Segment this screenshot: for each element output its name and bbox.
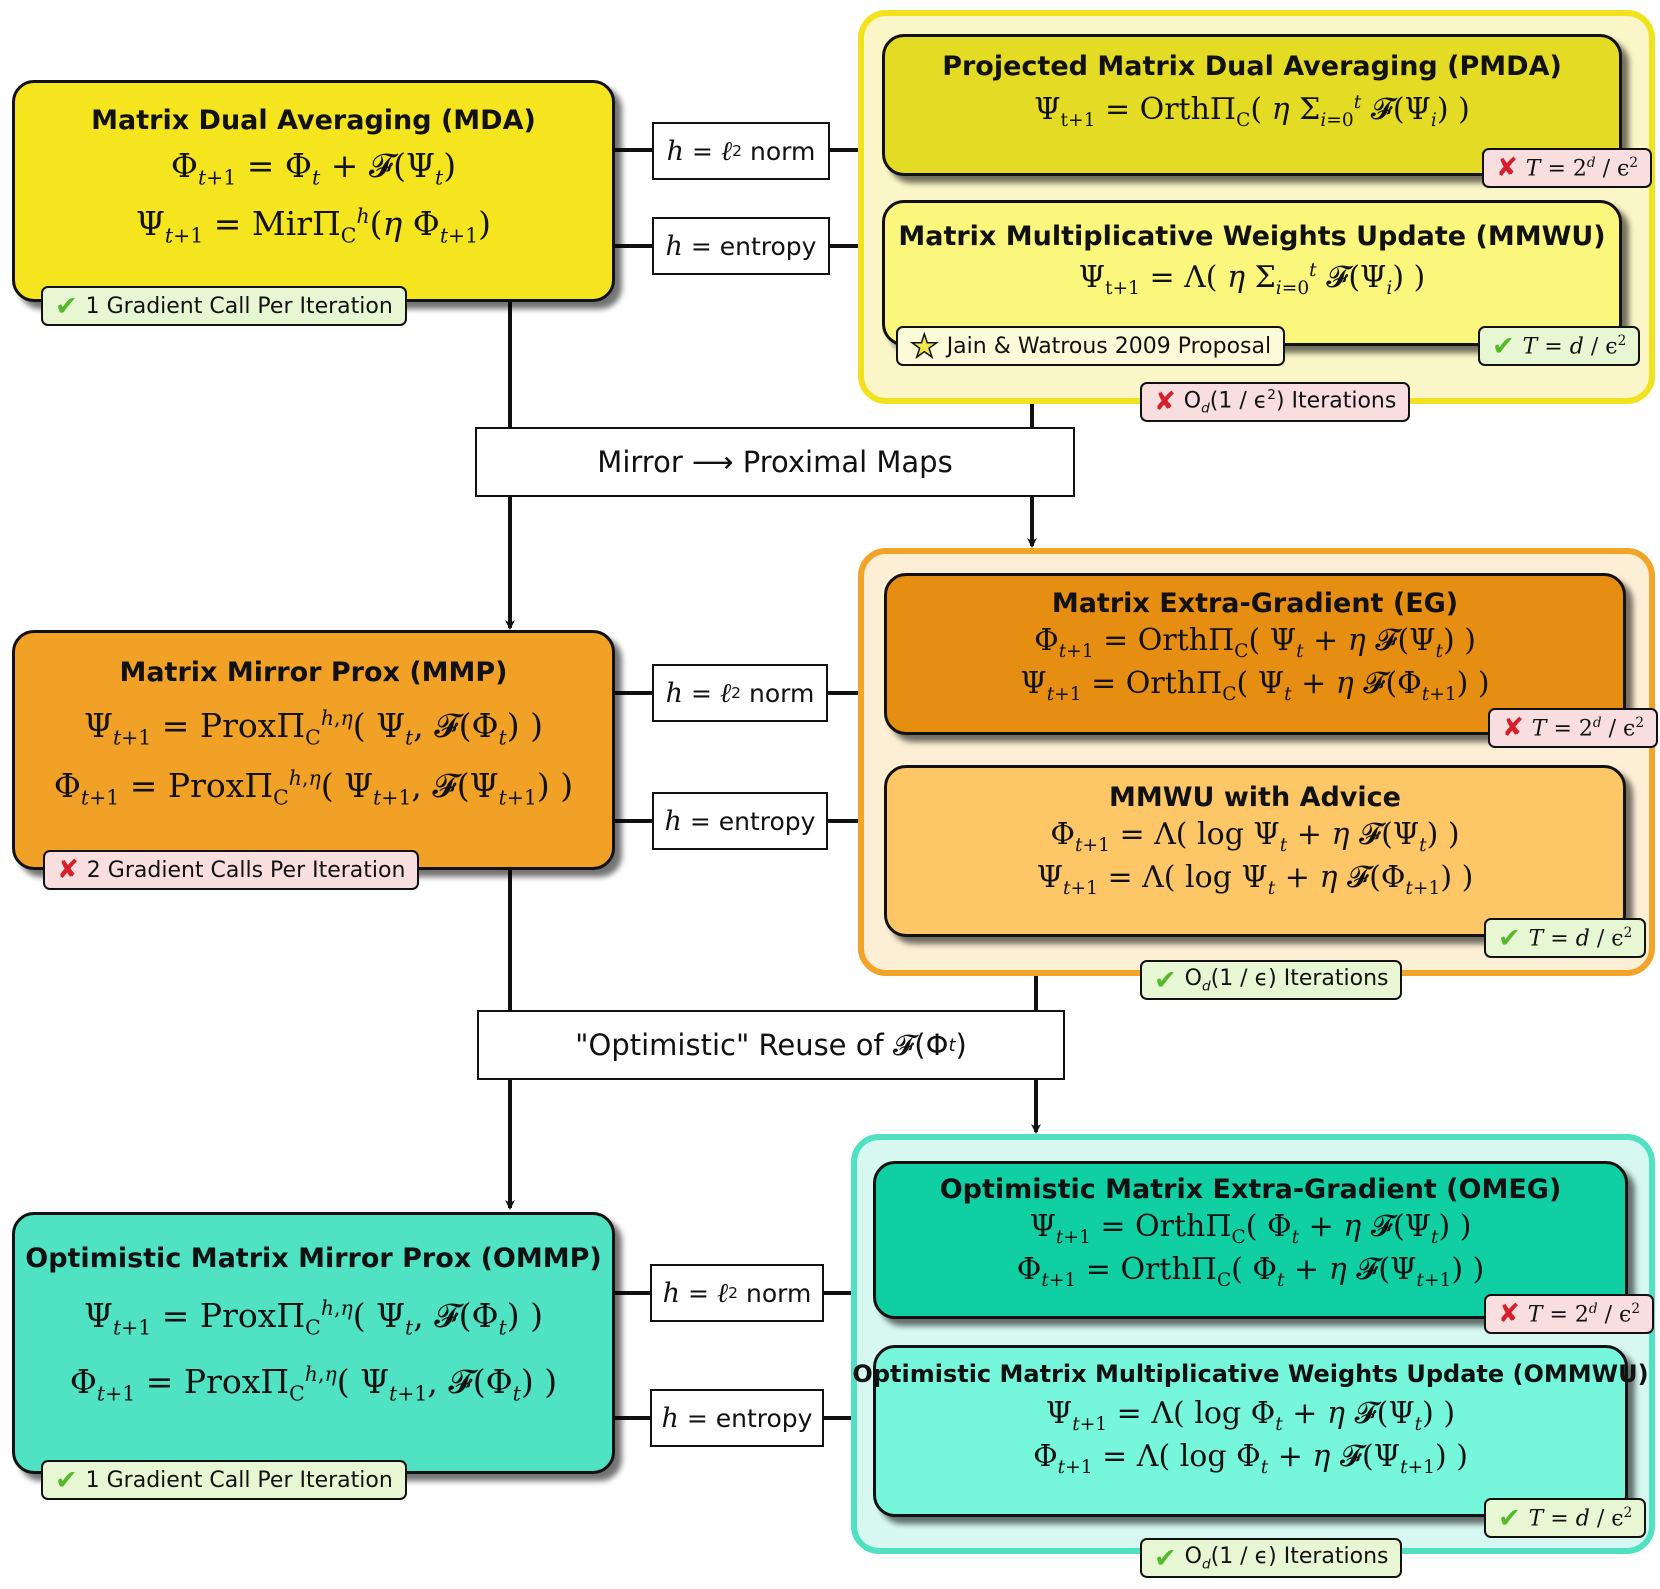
mmp-eq1: Ψt+1 = ProxΠCh,η( Ψt, 𝓕(Φt) ) [83, 706, 543, 750]
pmda-title: Projected Matrix Dual Averaging (PMDA) [942, 51, 1562, 82]
check-icon: ✔ [1492, 330, 1515, 362]
check-icon: ✔ [1498, 922, 1521, 954]
group-top-iterations-badge: ✘ Od(1 / ϵ2) Iterations [1140, 382, 1411, 422]
eg-eq2: Ψt+1 = OrthΠC( Ψt + η 𝓕(Φt+1) ) [1020, 666, 1490, 705]
mmwu-complexity-badge: ✔ T = d / ϵ2 [1478, 326, 1641, 366]
mda-eq1: Φt+1 = Φt + 𝓕(Ψt) [170, 146, 457, 190]
group-mid-badge-text: Od(1 / ϵ) Iterations [1184, 965, 1389, 995]
edge-label-mda-entropy: h = entropy [652, 217, 830, 275]
ommp-eq1: Ψt+1 = ProxΠCh,η( Ψt, 𝓕(Φt) ) [83, 1296, 543, 1340]
edge-label-ommp-entropy: h = entropy [650, 1389, 824, 1447]
mmwu-title: Matrix Multiplicative Weights Update (MM… [898, 221, 1606, 252]
ommp-badge-text: 1 Gradient Call Per Iteration [85, 1467, 393, 1493]
mmp-badge-text: 2 Gradient Calls Per Iteration [86, 857, 406, 883]
pmda-badge-text: T = 2d / ϵ2 [1525, 154, 1639, 182]
omeg-box: Optimistic Matrix Extra-Gradient (OMEG) … [873, 1161, 1628, 1319]
cross-icon: ✘ [57, 855, 79, 885]
eg-eq1: Φt+1 = OrthΠC( Ψt + η 𝓕(Ψt) ) [1034, 623, 1476, 662]
mmwua-eq2: Ψt+1 = Λ( log Ψt + η 𝓕(Φt+1) ) [1036, 860, 1474, 899]
pmda-eq1: Ψt+1 = OrthΠC( η Σi=0t 𝓕(Ψi) ) [1034, 92, 1470, 131]
edge-label-mmp-entropy: h = entropy [652, 792, 828, 850]
mmp-title: Matrix Mirror Prox (MMP) [119, 657, 508, 688]
eg-complexity-badge: ✘ T = 2d / ϵ2 [1488, 708, 1659, 748]
ommp-title: Optimistic Matrix Mirror Prox (OMMP) [25, 1243, 602, 1274]
check-icon: ✔ [55, 1464, 78, 1496]
star-icon: ★ [909, 326, 939, 366]
group-bot-iterations-badge: ✔ Od(1 / ϵ) Iterations [1140, 1538, 1403, 1578]
banner-mirror-proximal: Mirror ⟶ Proximal Maps [475, 427, 1075, 497]
ommp-box: Optimistic Matrix Mirror Prox (OMMP) Ψt+… [12, 1212, 615, 1474]
ommwu-eq1: Ψt+1 = Λ( log Φt + η 𝓕(Ψt) ) [1045, 1396, 1456, 1435]
mmp-box: Matrix Mirror Prox (MMP) Ψt+1 = ProxΠCh,… [12, 630, 615, 870]
cross-icon: ✘ [1154, 387, 1176, 417]
omeg-title: Optimistic Matrix Extra-Gradient (OMEG) [939, 1174, 1562, 1205]
omeg-eq2: Φt+1 = OrthΠC( Φt + η 𝓕(Ψt+1) ) [1016, 1252, 1485, 1291]
check-icon: ✔ [55, 290, 78, 322]
eg-title: Matrix Extra-Gradient (EG) [1051, 588, 1459, 619]
ommwu-complexity-badge: ✔ T = d / ϵ2 [1484, 1498, 1647, 1538]
cross-icon: ✘ [1502, 713, 1524, 743]
group-mid-iterations-badge: ✔ Od(1 / ϵ) Iterations [1140, 960, 1403, 1000]
ommwu-eq2: Φt+1 = Λ( log Φt + η 𝓕(Ψt+1) ) [1033, 1439, 1468, 1478]
check-icon: ✔ [1154, 964, 1177, 996]
ommwu-box: Optimistic Matrix Multiplicative Weights… [852, 1345, 1649, 1517]
mmwu-badge-text: T = d / ϵ2 [1522, 332, 1627, 360]
omeg-badge-text: T = 2d / ϵ2 [1527, 1300, 1641, 1328]
mda-gradient-badge: ✔ 1 Gradient Call Per Iteration [41, 286, 407, 326]
ommwu-badge-text: T = d / ϵ2 [1528, 1504, 1633, 1532]
ommp-eq2: Φt+1 = ProxΠCh,η( Ψt+1, 𝓕(Φt) ) [69, 1361, 558, 1406]
omeg-complexity-badge: ✘ T = 2d / ϵ2 [1484, 1294, 1655, 1334]
mmwu-eq1: Ψt+1 = Λ( η Σi=0t 𝓕(Ψi) ) [1078, 260, 1426, 299]
ommwu-title: Optimistic Matrix Multiplicative Weights… [852, 1360, 1649, 1388]
pmda-complexity-badge: ✘ T = 2d / ϵ2 [1482, 148, 1653, 188]
proposal-badge: ★ Jain & Watrous 2009 Proposal [896, 326, 1286, 366]
group-top-badge-text: Od(1 / ϵ2) Iterations [1183, 387, 1397, 417]
omeg-eq1: Ψt+1 = OrthΠC( Φt + η 𝓕(Ψt) ) [1029, 1209, 1472, 1248]
mmwua-eq1: Φt+1 = Λ( log Ψt + η 𝓕(Ψt) ) [1050, 817, 1460, 856]
mda-box: Matrix Dual Averaging (MDA) Φt+1 = Φt + … [12, 80, 615, 302]
group-bot-badge-text: Od(1 / ϵ) Iterations [1184, 1543, 1389, 1573]
mda-badge-text: 1 Gradient Call Per Iteration [85, 293, 393, 319]
mmwua-badge-text: T = d / ϵ2 [1528, 924, 1633, 952]
mmwua-title: MMWU with Advice [1109, 782, 1401, 813]
eg-badge-text: T = 2d / ϵ2 [1531, 714, 1645, 742]
mmp-gradient-badge: ✘ 2 Gradient Calls Per Iteration [43, 850, 420, 890]
mda-title: Matrix Dual Averaging (MDA) [91, 105, 536, 136]
cross-icon: ✘ [1496, 153, 1518, 183]
cross-icon: ✘ [1498, 1299, 1520, 1329]
mmwua-box: MMWU with Advice Φt+1 = Λ( log Ψt + η 𝓕(… [884, 765, 1626, 937]
pmda-box: Projected Matrix Dual Averaging (PMDA) Ψ… [882, 34, 1622, 176]
mmp-eq2: Φt+1 = ProxΠCh,η( Ψt+1, 𝓕(Ψt+1) ) [53, 765, 574, 810]
proposal-text: Jain & Watrous 2009 Proposal [946, 333, 1272, 359]
mmwu-box: Matrix Multiplicative Weights Update (MM… [882, 200, 1622, 346]
check-icon: ✔ [1154, 1542, 1177, 1574]
mda-eq2: Ψt+1 = MirΠCh(η Φt+1) [135, 203, 492, 248]
mmwua-complexity-badge: ✔ T = d / ϵ2 [1484, 918, 1647, 958]
ommp-gradient-badge: ✔ 1 Gradient Call Per Iteration [41, 1460, 407, 1500]
check-icon: ✔ [1498, 1502, 1521, 1534]
